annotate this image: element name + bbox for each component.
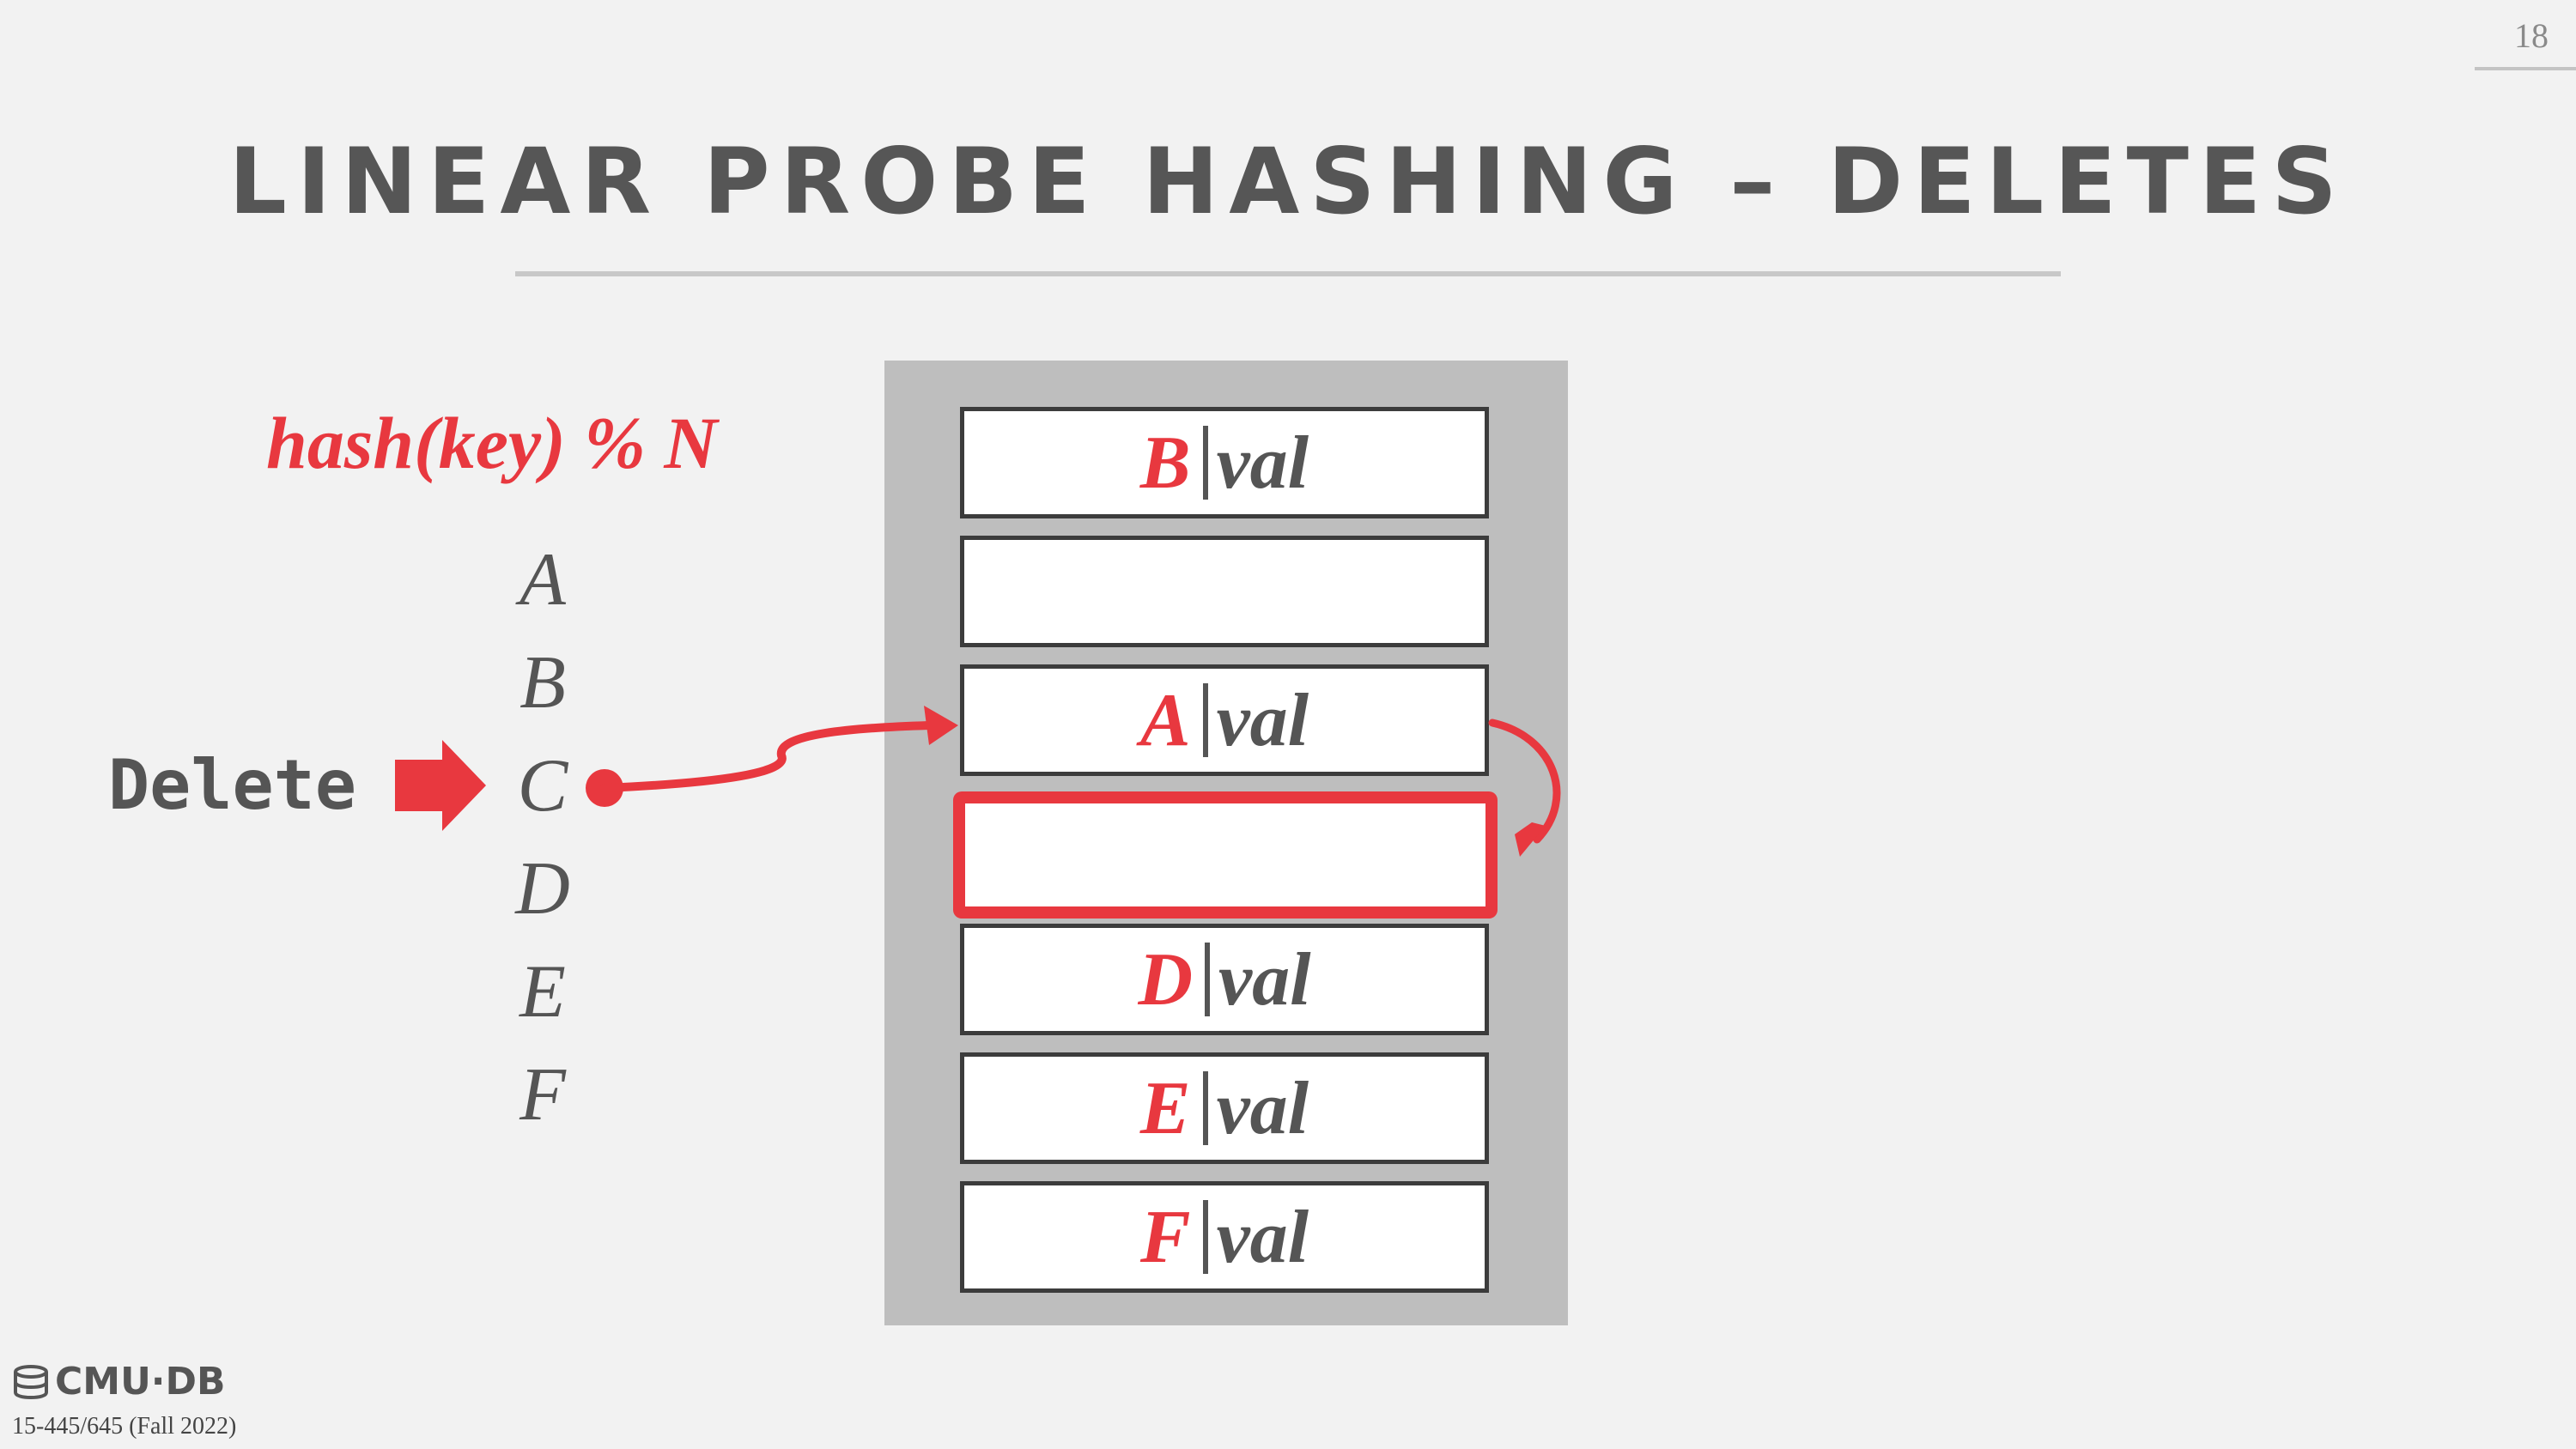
page-number: 18 bbox=[2514, 16, 2549, 55]
slot-key: F bbox=[1139, 1195, 1191, 1279]
hash-pointer-arrow bbox=[600, 721, 933, 792]
slot-separator bbox=[1205, 943, 1211, 1016]
key-d: D bbox=[515, 847, 570, 931]
probe-arrow bbox=[1488, 718, 1561, 844]
hash-function-label: hash(key) % N bbox=[266, 402, 718, 484]
key-f: F bbox=[519, 1053, 566, 1137]
delete-operation-label: Delete bbox=[108, 745, 356, 825]
slot-1-empty bbox=[960, 536, 1489, 647]
key-b: B bbox=[519, 641, 566, 724]
slot-value: val bbox=[1218, 937, 1311, 1022]
slot-separator bbox=[1202, 1200, 1208, 1274]
hash-pointer-arrowhead bbox=[924, 706, 958, 745]
page-number-rule bbox=[2475, 67, 2576, 70]
slot-separator bbox=[1202, 426, 1208, 500]
database-icon bbox=[14, 1364, 48, 1399]
slot-separator bbox=[1202, 1071, 1208, 1145]
title-underline bbox=[515, 271, 2061, 276]
course-label: 15-445/645 (Fall 2022) bbox=[12, 1413, 237, 1440]
cmu-db-logo: CMU·DB bbox=[12, 1360, 226, 1404]
probe-arrowhead bbox=[1515, 822, 1546, 857]
logo-text: CMU·DB bbox=[55, 1360, 226, 1404]
slot-value: val bbox=[1216, 678, 1309, 762]
slot-3-deleted bbox=[953, 791, 1498, 919]
slot-key: E bbox=[1139, 1066, 1191, 1150]
slot-key: A bbox=[1139, 678, 1191, 762]
slot-value: val bbox=[1216, 1195, 1309, 1279]
slot-key: B bbox=[1139, 421, 1191, 505]
slot-separator bbox=[1202, 683, 1208, 757]
key-c: C bbox=[517, 744, 568, 828]
key-a: A bbox=[519, 538, 566, 621]
slide-title: LINEAR PROBE HASHING – DELETES bbox=[228, 129, 2348, 234]
slot-value: val bbox=[1216, 1066, 1309, 1150]
key-e: E bbox=[519, 950, 566, 1034]
delete-arrow-icon bbox=[395, 740, 486, 831]
slot-value: val bbox=[1216, 421, 1309, 505]
slot-key: D bbox=[1138, 937, 1194, 1022]
